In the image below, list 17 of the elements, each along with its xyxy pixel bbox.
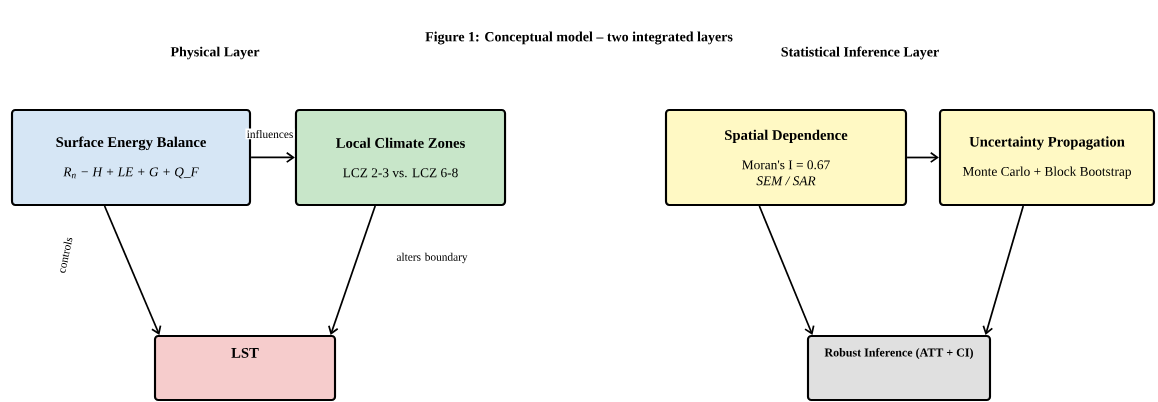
arrow (328, 205, 377, 335)
process-box: Spatial Dependence Moran's I = 0.67 SEM / SAR (664, 108, 908, 207)
process-box: Robust Inference (ATT + CI) (806, 334, 992, 402)
layer-heading: Physical Layer (170, 46, 260, 60)
edge-label: controls (60, 237, 73, 273)
process-box: Uncertainty Propagation Monte Carlo + Block Bootstrap (938, 108, 1156, 207)
layer-heading: Statistical Inference Layer (781, 46, 939, 60)
arrow (250, 151, 295, 164)
arrow (982, 205, 1025, 335)
process-box: Local Climate Zones LCZ 2-3 vs. LCZ 6-8 (294, 108, 507, 207)
arrow (103, 205, 162, 335)
edge-label: alters boundary (396, 252, 468, 264)
arrow (906, 151, 939, 164)
process-box: LST (153, 334, 337, 402)
edge-label: influences (246, 129, 293, 139)
arrow (758, 205, 815, 335)
figure-title: Figure 1: Conceptual model – two integrated layers (425, 31, 733, 45)
